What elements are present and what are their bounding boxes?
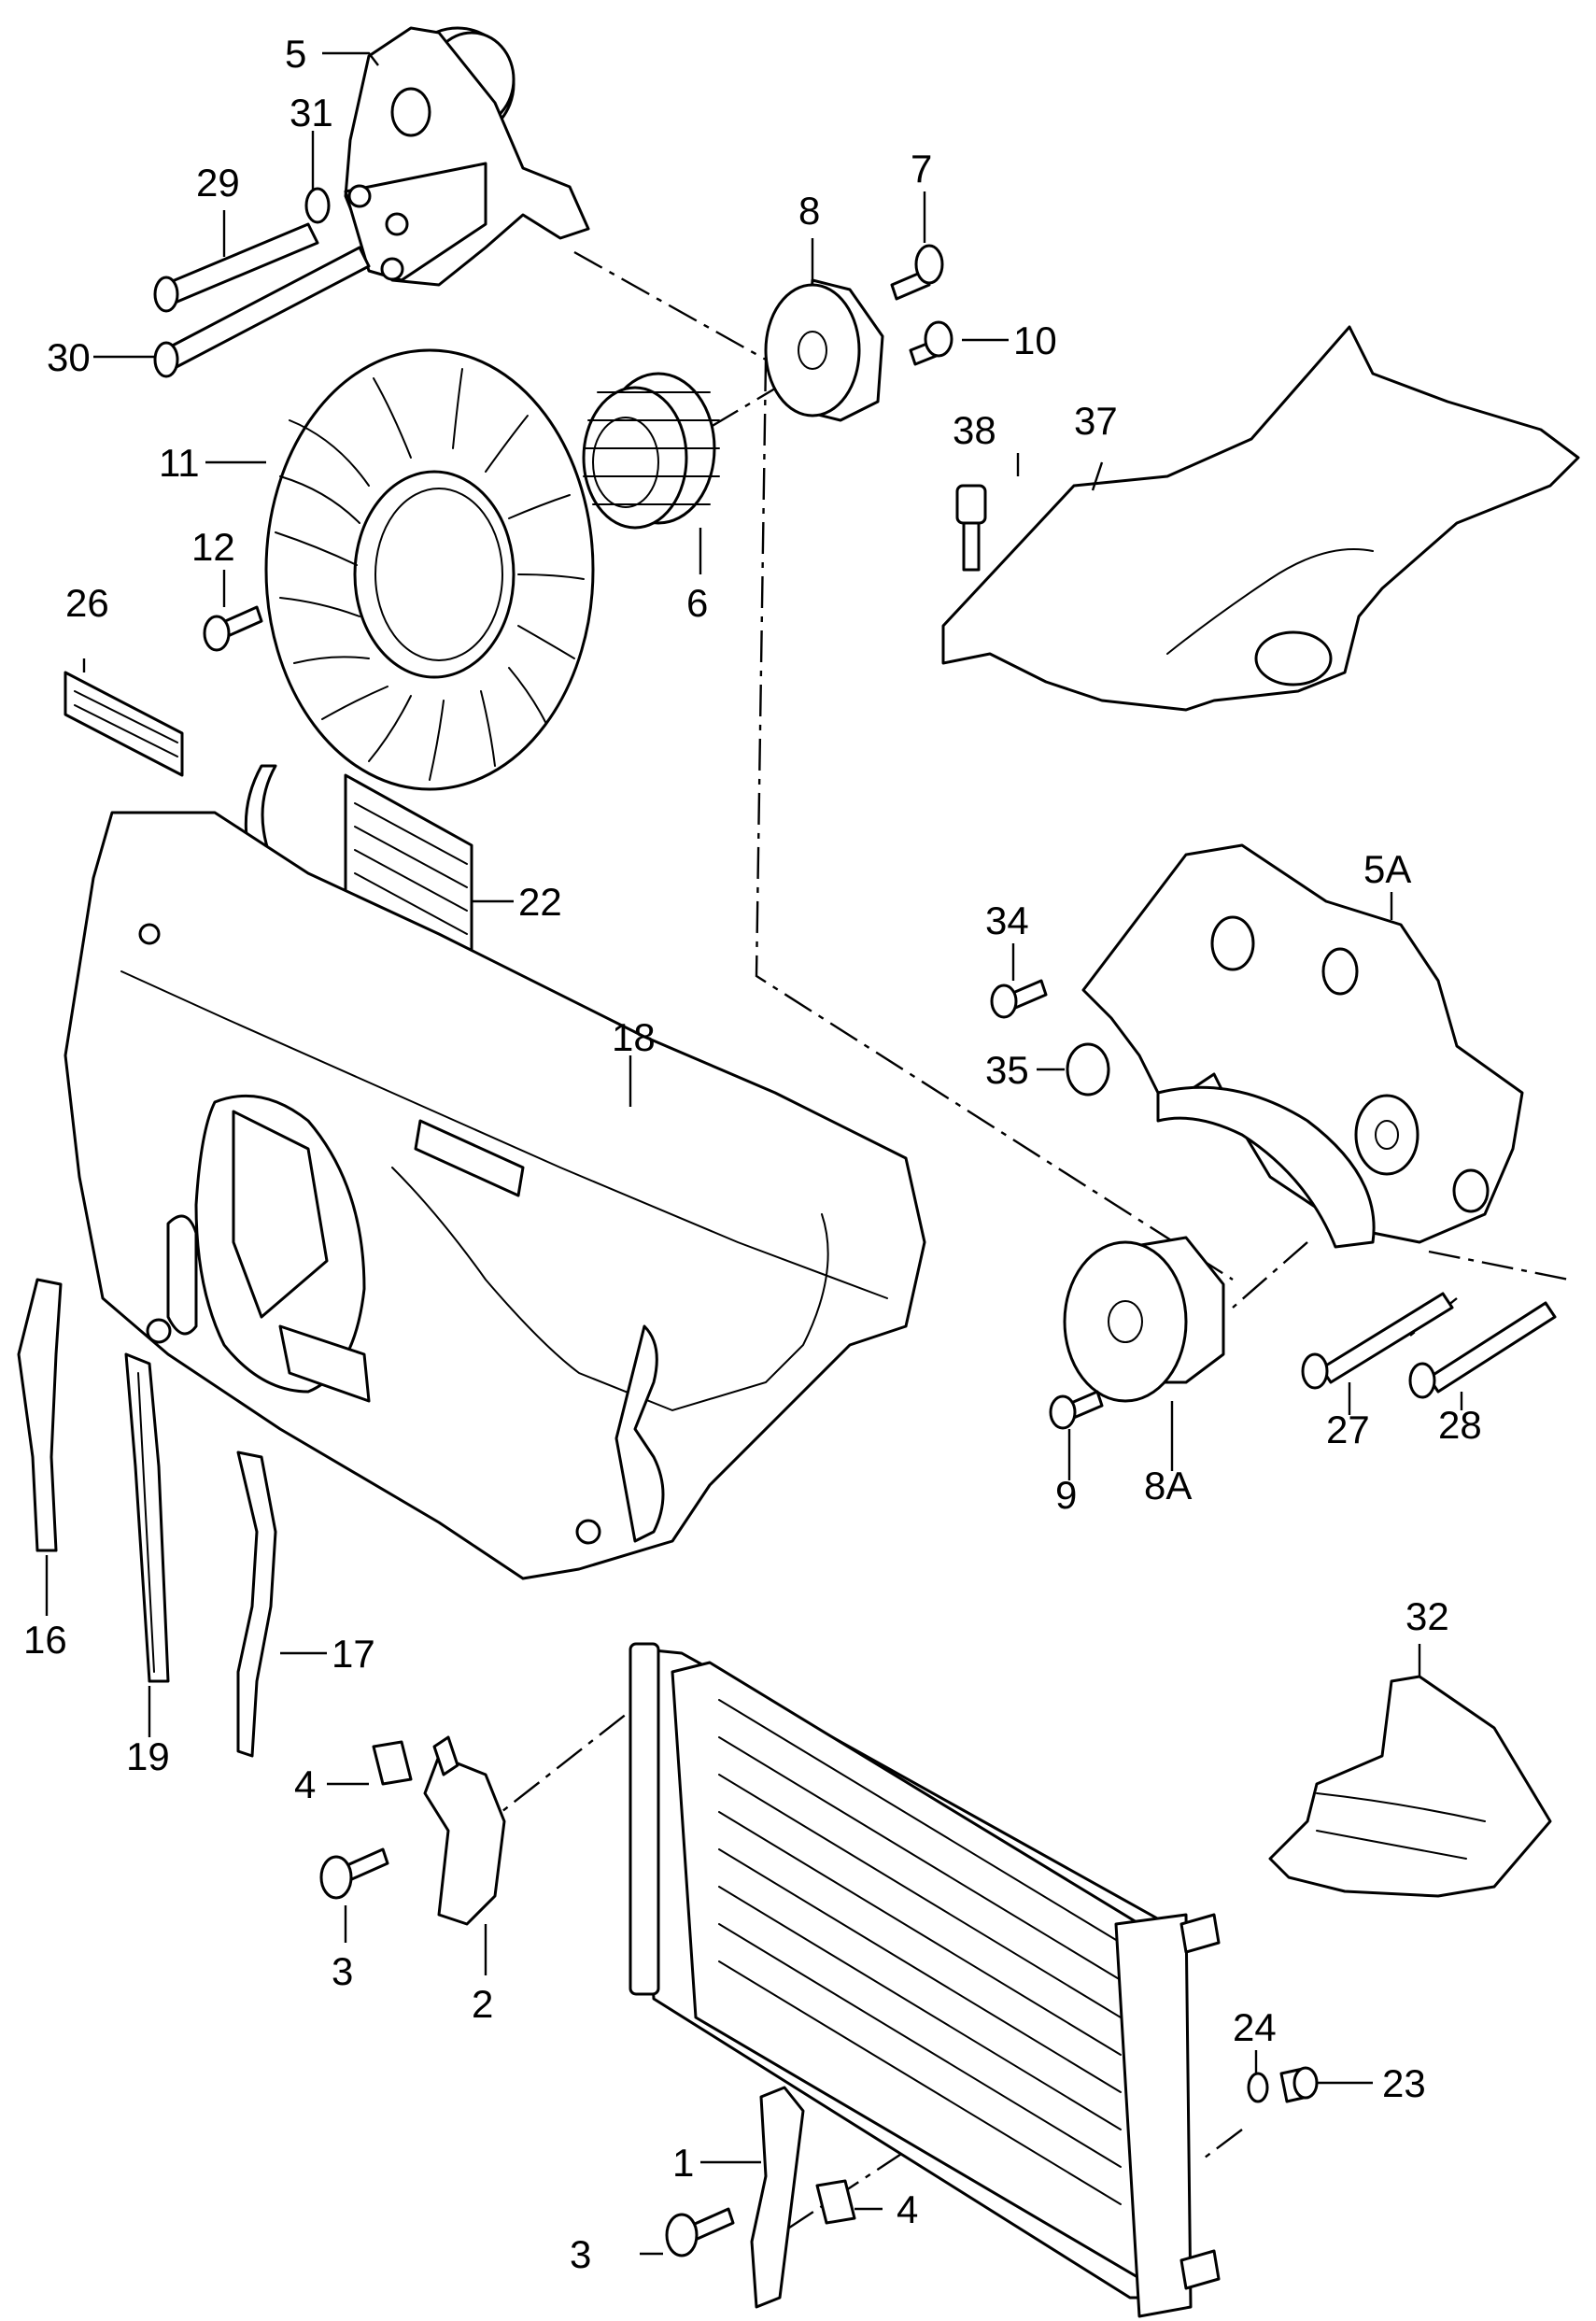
leader-lines bbox=[45, 51, 1463, 2256]
part-labels: 5 31 29 30 8 7 10 11 12 6 26 22 38 37 18… bbox=[23, 32, 1482, 2276]
bolt-38 bbox=[955, 484, 987, 572]
label-8A: 8A bbox=[1144, 1464, 1192, 1507]
label-5A: 5A bbox=[1363, 847, 1411, 891]
strip-16 bbox=[17, 1278, 63, 1552]
label-26: 26 bbox=[65, 581, 109, 625]
label-3-lower: 3 bbox=[570, 2232, 591, 2276]
plug-35 bbox=[1066, 1042, 1110, 1097]
label-22: 22 bbox=[518, 880, 562, 924]
air-duct-32 bbox=[1268, 1675, 1552, 1898]
label-29: 29 bbox=[196, 161, 240, 205]
label-28: 28 bbox=[1438, 1403, 1482, 1447]
viscous-coupling-6 bbox=[582, 372, 720, 530]
label-18: 18 bbox=[612, 1015, 656, 1059]
bolt-34 bbox=[990, 979, 1048, 1019]
bolt-29 bbox=[153, 222, 319, 313]
label-34: 34 bbox=[985, 899, 1029, 942]
label-16: 16 bbox=[23, 1618, 67, 1662]
label-27: 27 bbox=[1326, 1408, 1370, 1451]
label-12: 12 bbox=[191, 525, 235, 569]
label-4-upper: 4 bbox=[294, 1762, 316, 1806]
label-9: 9 bbox=[1055, 1473, 1077, 1517]
label-5: 5 bbox=[285, 32, 306, 76]
label-8: 8 bbox=[798, 189, 820, 233]
alternator-bracket-lower bbox=[1081, 843, 1524, 1249]
label-6: 6 bbox=[686, 581, 708, 625]
label-35: 35 bbox=[985, 1048, 1029, 1092]
label-23: 23 bbox=[1382, 2061, 1426, 2105]
label-1: 1 bbox=[672, 2141, 694, 2185]
radiator bbox=[629, 1642, 1221, 2318]
bolt-7 bbox=[890, 244, 944, 301]
washer-24 bbox=[1247, 2072, 1269, 2103]
label-3-upper: 3 bbox=[332, 1949, 353, 1993]
label-37: 37 bbox=[1074, 399, 1118, 443]
label-2: 2 bbox=[472, 1982, 493, 2026]
label-30: 30 bbox=[47, 335, 91, 379]
bolt-30 bbox=[153, 246, 371, 378]
screw-23 bbox=[1279, 2066, 1319, 2103]
grille-26 bbox=[64, 671, 184, 777]
engine-cover-37 bbox=[941, 325, 1580, 712]
fan-11 bbox=[264, 348, 595, 791]
washer-31 bbox=[304, 187, 331, 224]
label-38: 38 bbox=[953, 408, 996, 452]
strip-19 bbox=[124, 1352, 170, 1683]
bolt-28 bbox=[1408, 1301, 1557, 1399]
bolt-3-upper bbox=[319, 1847, 389, 1900]
label-31: 31 bbox=[290, 91, 333, 134]
label-11: 11 bbox=[159, 441, 200, 485]
label-4-lower: 4 bbox=[897, 2187, 918, 2231]
front-carrier bbox=[64, 811, 926, 1580]
label-7: 7 bbox=[911, 147, 932, 191]
strip-17 bbox=[236, 1451, 277, 1758]
pulley-8 bbox=[764, 278, 884, 422]
clip-4-upper bbox=[372, 1740, 413, 1786]
bolt-3-lower bbox=[665, 2207, 735, 2257]
bolt-9 bbox=[1049, 1390, 1104, 1430]
bracket-1 bbox=[750, 2086, 805, 2309]
bolt-12 bbox=[203, 605, 263, 652]
bolt-10 bbox=[909, 320, 953, 366]
alternator-bracket-upper bbox=[344, 26, 590, 287]
label-24: 24 bbox=[1233, 2005, 1277, 2049]
label-32: 32 bbox=[1405, 1594, 1449, 1638]
bolt-27 bbox=[1301, 1292, 1454, 1390]
clip-4-lower bbox=[815, 2179, 856, 2225]
label-17: 17 bbox=[332, 1632, 375, 1676]
label-10: 10 bbox=[1013, 318, 1057, 362]
bracket-2 bbox=[423, 1735, 506, 1926]
label-19: 19 bbox=[126, 1734, 170, 1778]
pulley-8A bbox=[1063, 1236, 1225, 1403]
